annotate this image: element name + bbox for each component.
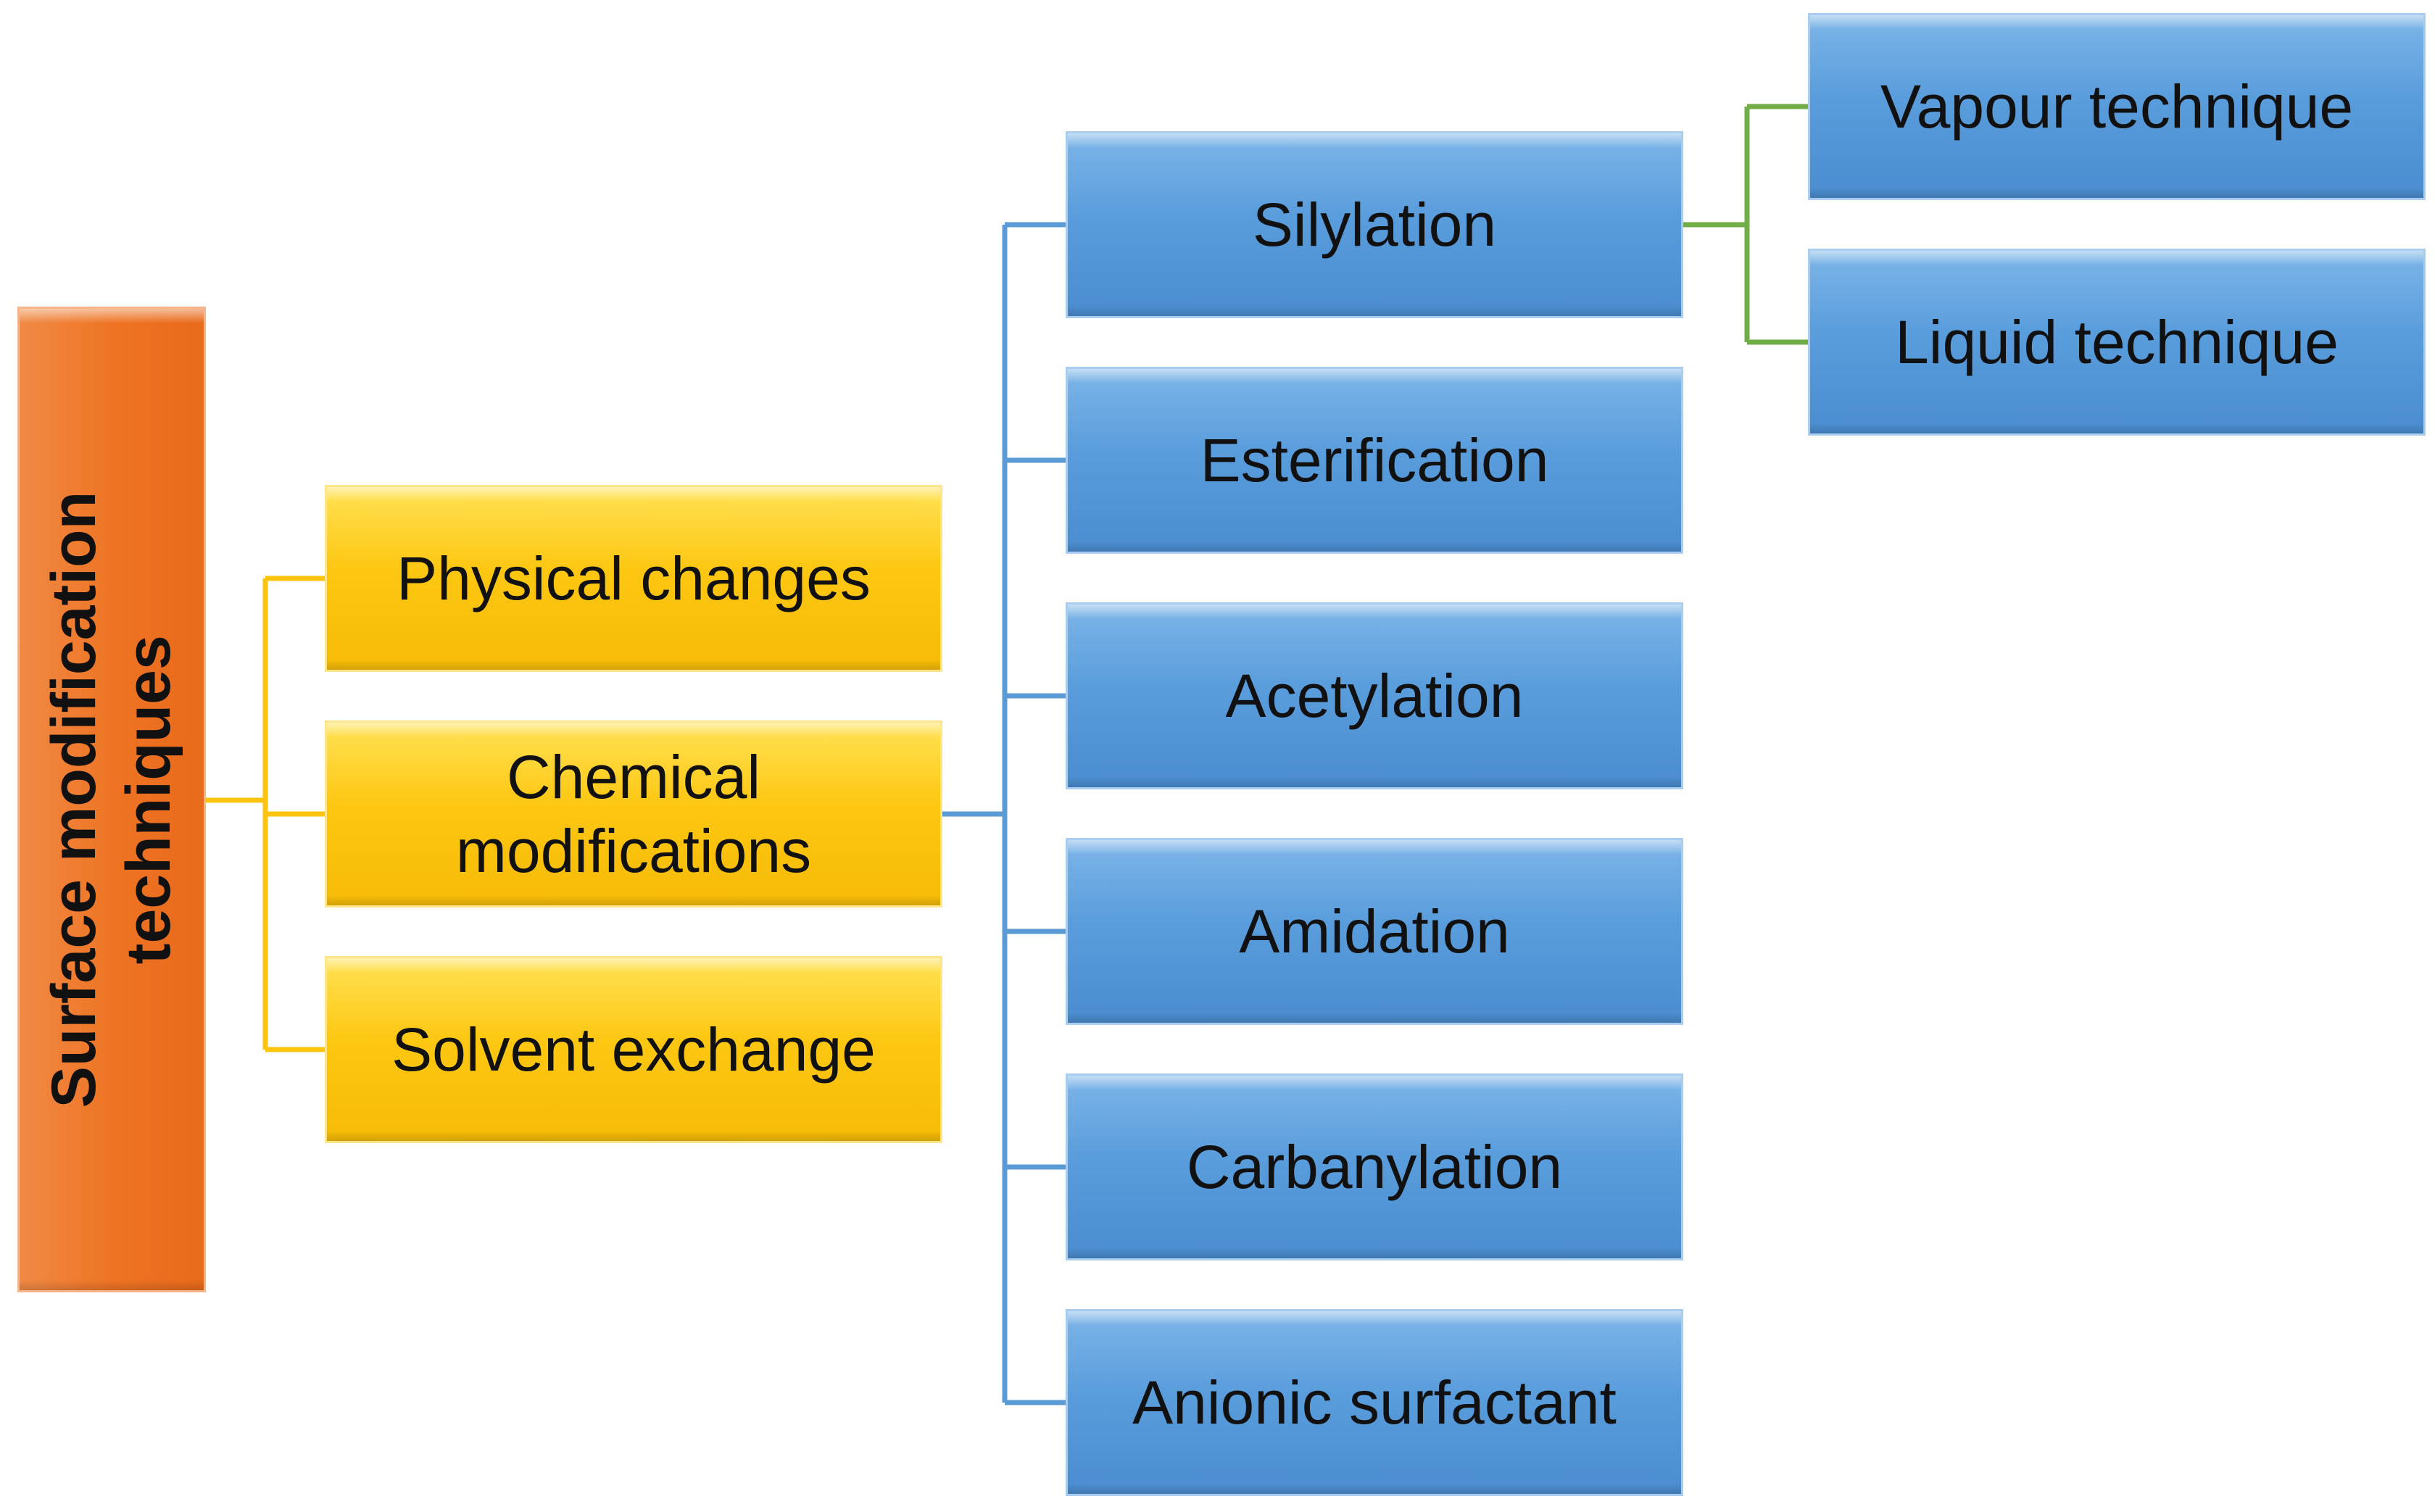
chemical-connectors xyxy=(942,222,1066,1405)
root-connectors xyxy=(206,576,325,1052)
node-acetylation: Acetylation xyxy=(1066,602,1683,789)
node-vapour-technique: Vapour technique xyxy=(1808,13,2426,200)
node-solvent-exchange-label: Solvent exchange xyxy=(391,1015,876,1084)
silylation-connectors xyxy=(1683,104,1808,345)
node-vapour-technique-label: Vapour technique xyxy=(1880,72,2354,141)
node-physical-changes-label: Physical changes xyxy=(397,544,871,612)
root-node: Surface modification techniques xyxy=(17,307,206,1292)
node-liquid-technique-label: Liquid technique xyxy=(1895,307,2339,376)
node-liquid-technique: Liquid technique xyxy=(1808,249,2426,436)
root-label: Surface modification techniques xyxy=(37,491,186,1108)
node-anionic-surfactant: Anionic surfactant xyxy=(1066,1309,1683,1496)
node-acetylation-label: Acetylation xyxy=(1225,661,1524,730)
node-amidation-label: Amidation xyxy=(1239,897,1510,965)
node-solvent-exchange: Solvent exchange xyxy=(325,956,942,1143)
node-amidation: Amidation xyxy=(1066,838,1683,1025)
chemical-label-line2: modifications xyxy=(455,817,812,885)
node-carbanylation-label: Carbanylation xyxy=(1186,1132,1563,1201)
root-label-line1: Surface modification xyxy=(38,491,109,1108)
node-esterification-label: Esterification xyxy=(1200,425,1549,494)
node-physical-changes: Physical changes xyxy=(325,485,942,672)
node-carbanylation: Carbanylation xyxy=(1066,1073,1683,1260)
node-chemical-modifications-label: Chemical modifications xyxy=(456,740,811,889)
node-silylation: Silylation xyxy=(1066,131,1683,318)
node-anionic-surfactant-label: Anionic surfactant xyxy=(1132,1368,1617,1437)
node-esterification: Esterification xyxy=(1066,367,1683,554)
chemical-label-line1: Chemical xyxy=(506,742,761,811)
node-silylation-label: Silylation xyxy=(1252,190,1497,259)
root-label-line2: techniques xyxy=(114,635,183,964)
node-chemical-modifications: Chemical modifications xyxy=(325,720,942,907)
